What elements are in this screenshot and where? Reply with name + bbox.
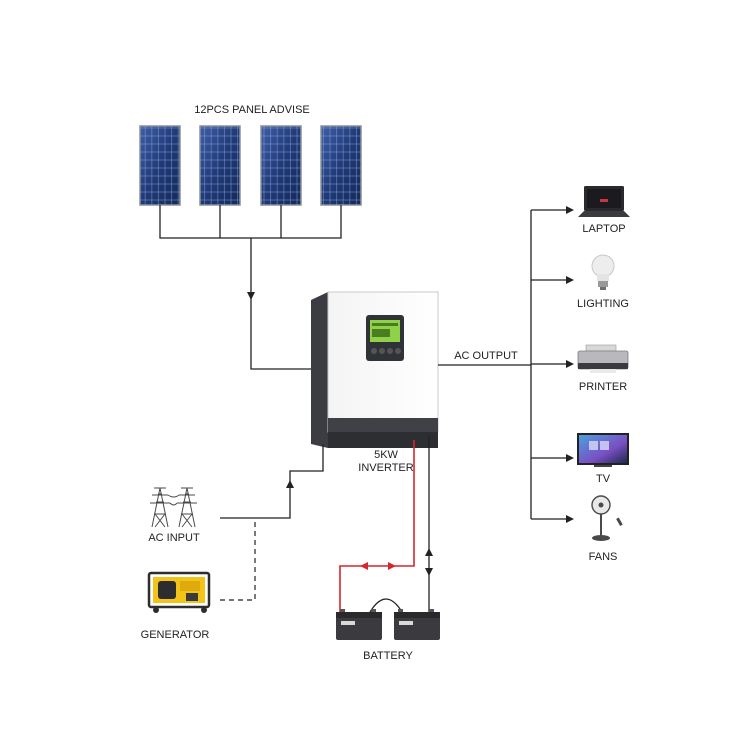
generator-icon: [147, 571, 211, 613]
lighting-label: LIGHTING: [577, 298, 629, 310]
fan-icon: [591, 495, 623, 541]
battery-icon: [394, 609, 440, 640]
light-bulb-icon: [591, 254, 615, 290]
solar-panel-icon: [260, 125, 302, 206]
panel-wiring: [159, 205, 342, 370]
ac-output-wiring: [438, 206, 574, 523]
battery-label: BATTERY: [363, 650, 413, 662]
solar-panel-icon: [199, 125, 241, 206]
laptop-icon: [578, 186, 630, 217]
printer-label: PRINTER: [579, 381, 627, 393]
printer-icon: [577, 344, 629, 373]
fans-label: FANS: [589, 551, 618, 563]
battery-wiring: [339, 436, 433, 614]
solar-panel-icon: [320, 125, 362, 206]
inverter-icon: [311, 291, 439, 448]
solar-panel-array: [139, 125, 362, 206]
power-tower-icon: [167, 487, 197, 528]
laptop-label: LAPTOP: [582, 223, 625, 235]
solar-panel-icon: [139, 125, 181, 206]
power-tower-icon: [150, 487, 170, 528]
ac-output-label: AC OUTPUT: [454, 350, 518, 362]
inverter-label-line2: INVERTER: [358, 462, 413, 474]
ac-input-label: AC INPUT: [148, 532, 200, 544]
ac-input-wiring: [220, 444, 324, 519]
diagram-title: 12PCS PANEL ADVISE: [194, 104, 310, 116]
generator-label: GENERATOR: [141, 629, 210, 641]
tv-label: TV: [596, 473, 611, 485]
battery-icon: [336, 609, 382, 640]
generator-wiring: [220, 518, 256, 601]
tv-icon: [577, 433, 629, 467]
inverter-label-line1: 5KW: [374, 449, 398, 461]
